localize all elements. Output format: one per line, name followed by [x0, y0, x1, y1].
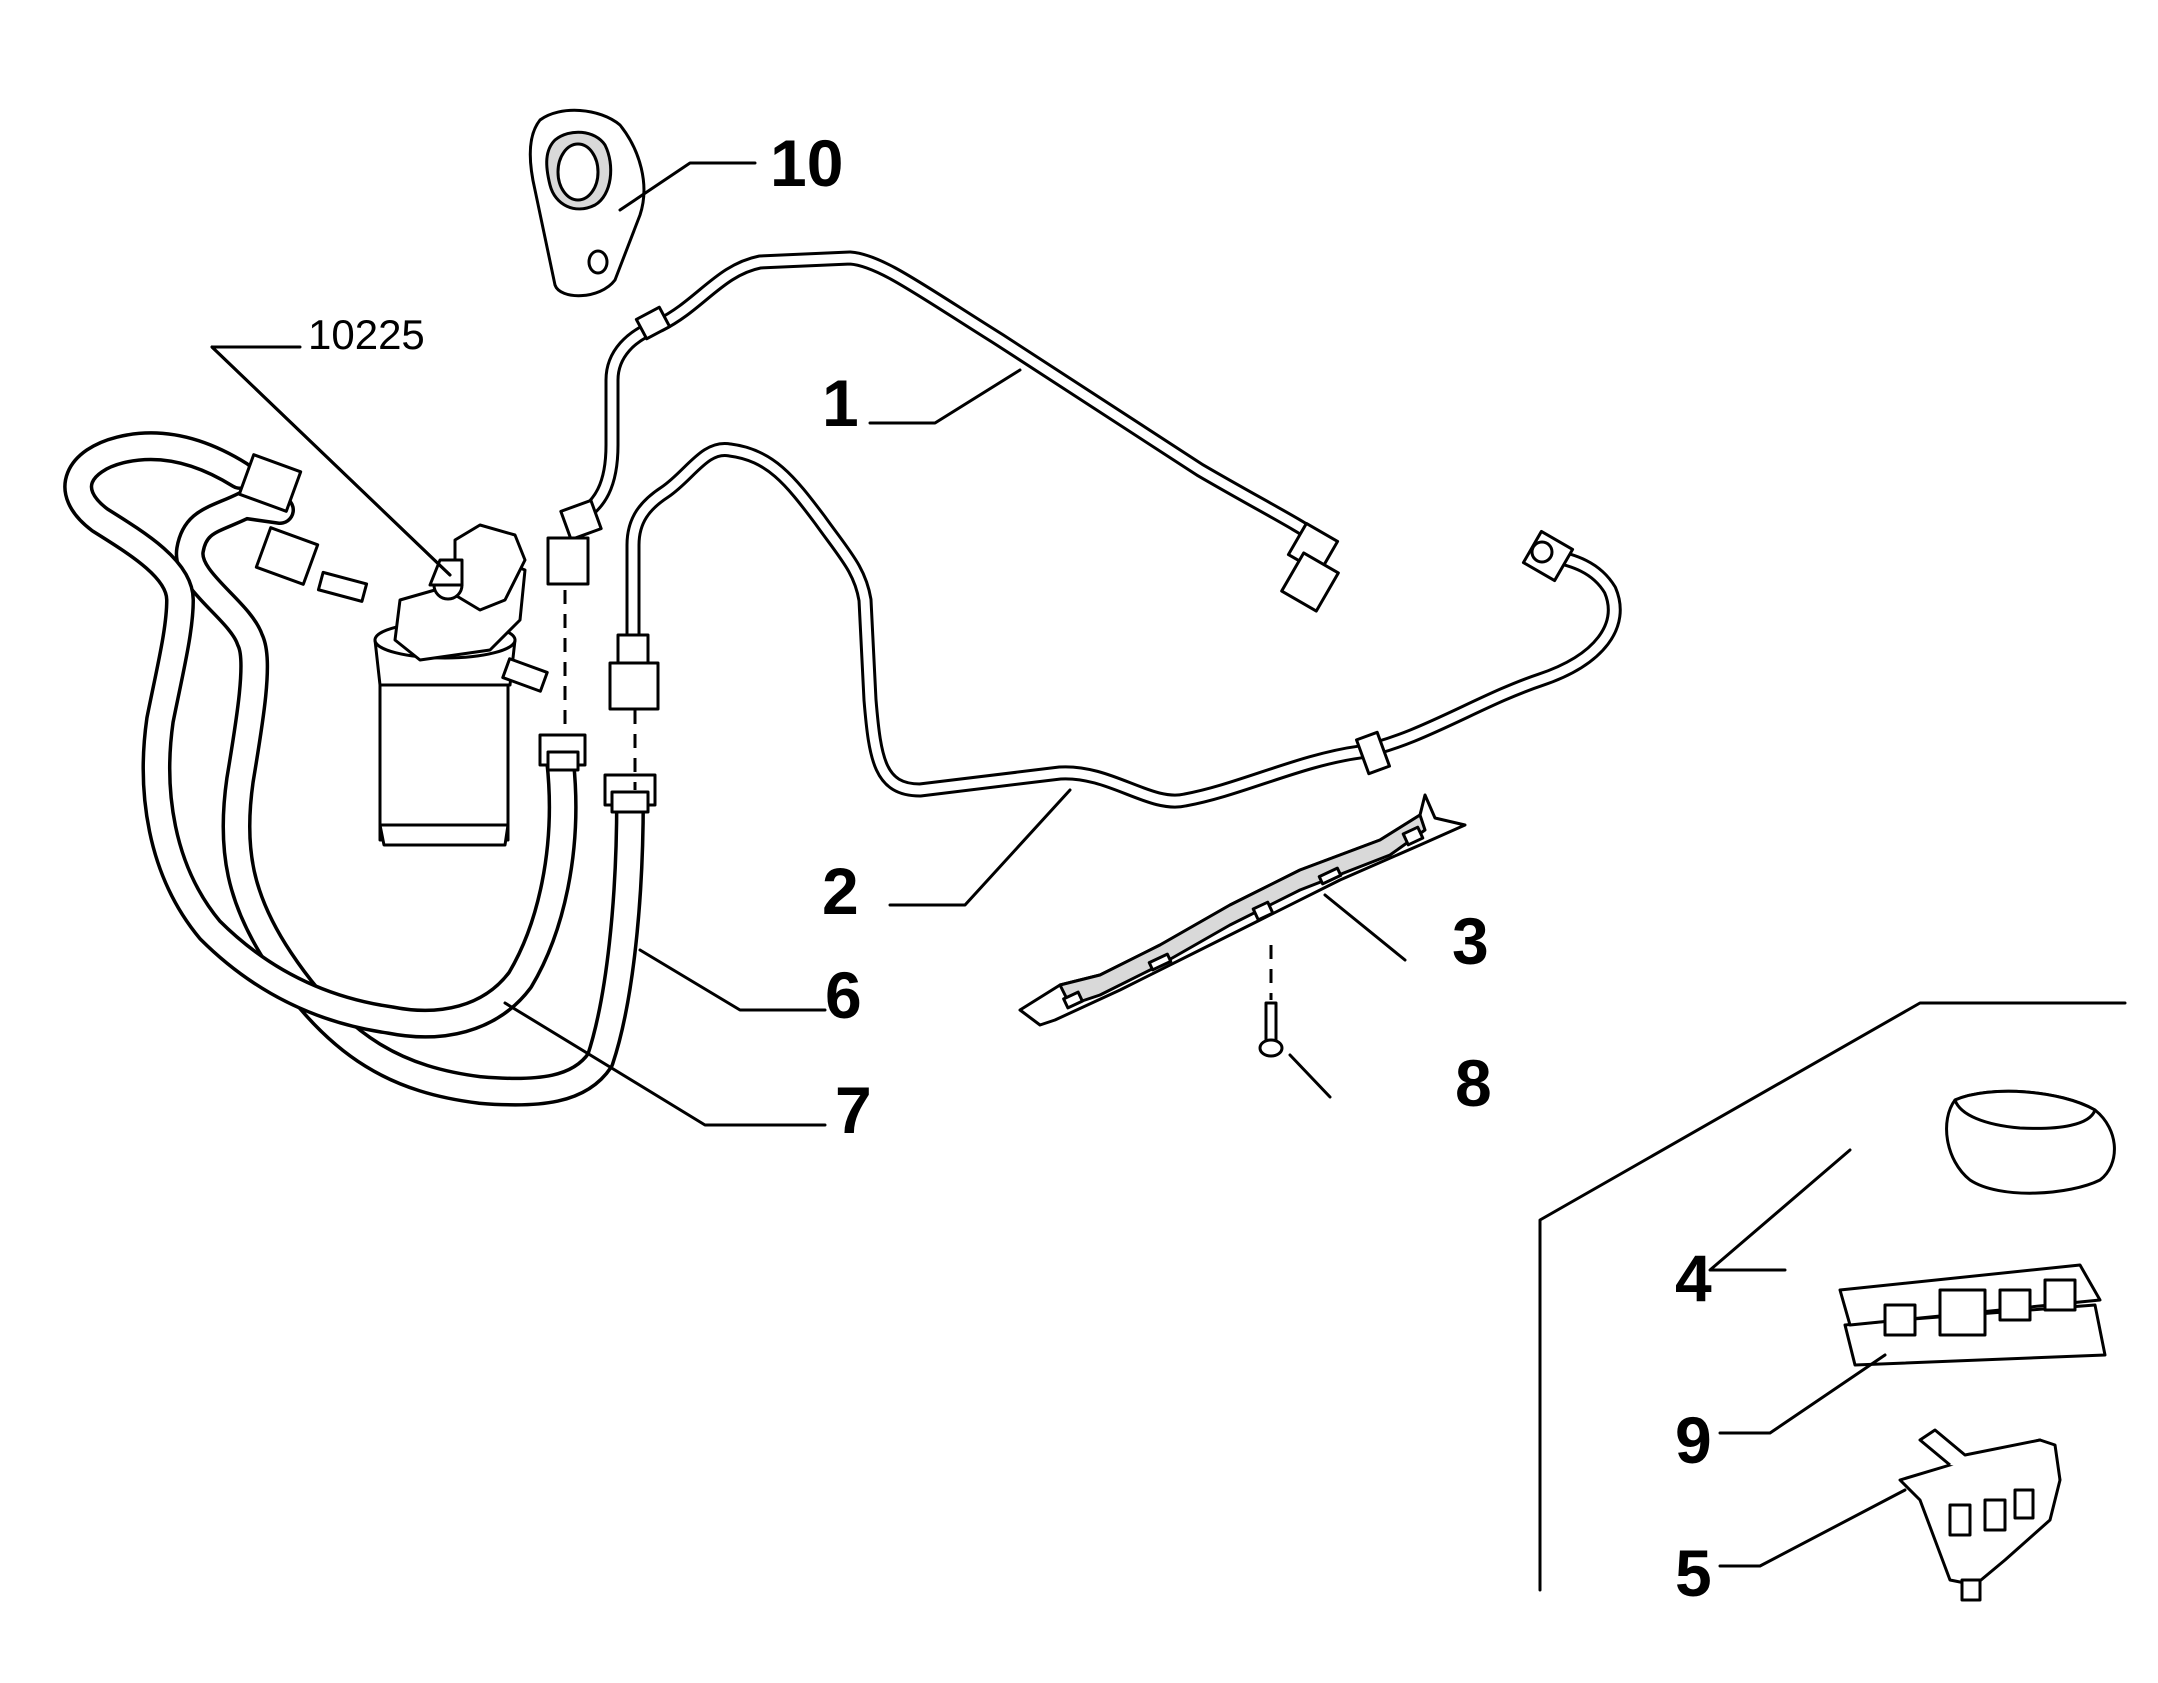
callout-4: 4	[1675, 1241, 1712, 1315]
callout-5: 5	[1675, 1536, 1712, 1610]
callout-8: 8	[1455, 1046, 1492, 1120]
reference-label-10225: 10225	[308, 311, 425, 358]
alignment-lines	[563, 590, 1273, 1000]
part-4-cover	[1945, 1089, 2116, 1195]
part-9-clip	[1838, 1263, 2107, 1367]
callout-3: 3	[1452, 904, 1489, 978]
callout-10: 10	[770, 126, 844, 200]
part-3-bracket	[1018, 793, 1467, 1027]
fuel-filter-assembly	[316, 523, 549, 847]
callout-7: 7	[835, 1073, 872, 1147]
leader-lines	[210, 161, 1907, 1568]
callout-2: 2	[822, 854, 859, 928]
callout-1: 1	[822, 366, 859, 440]
part-1-feed-pipe	[546, 250, 1340, 613]
part-7-hose	[63, 431, 587, 1039]
part-8-screw	[1258, 1001, 1284, 1058]
callout-6: 6	[825, 958, 862, 1032]
kit-enclosure	[1538, 1001, 2127, 1592]
part-2-return-pipe	[608, 442, 1622, 809]
part-5-connector	[1898, 1428, 2062, 1602]
part-10-grommet	[528, 108, 646, 298]
callout-9: 9	[1675, 1403, 1712, 1477]
